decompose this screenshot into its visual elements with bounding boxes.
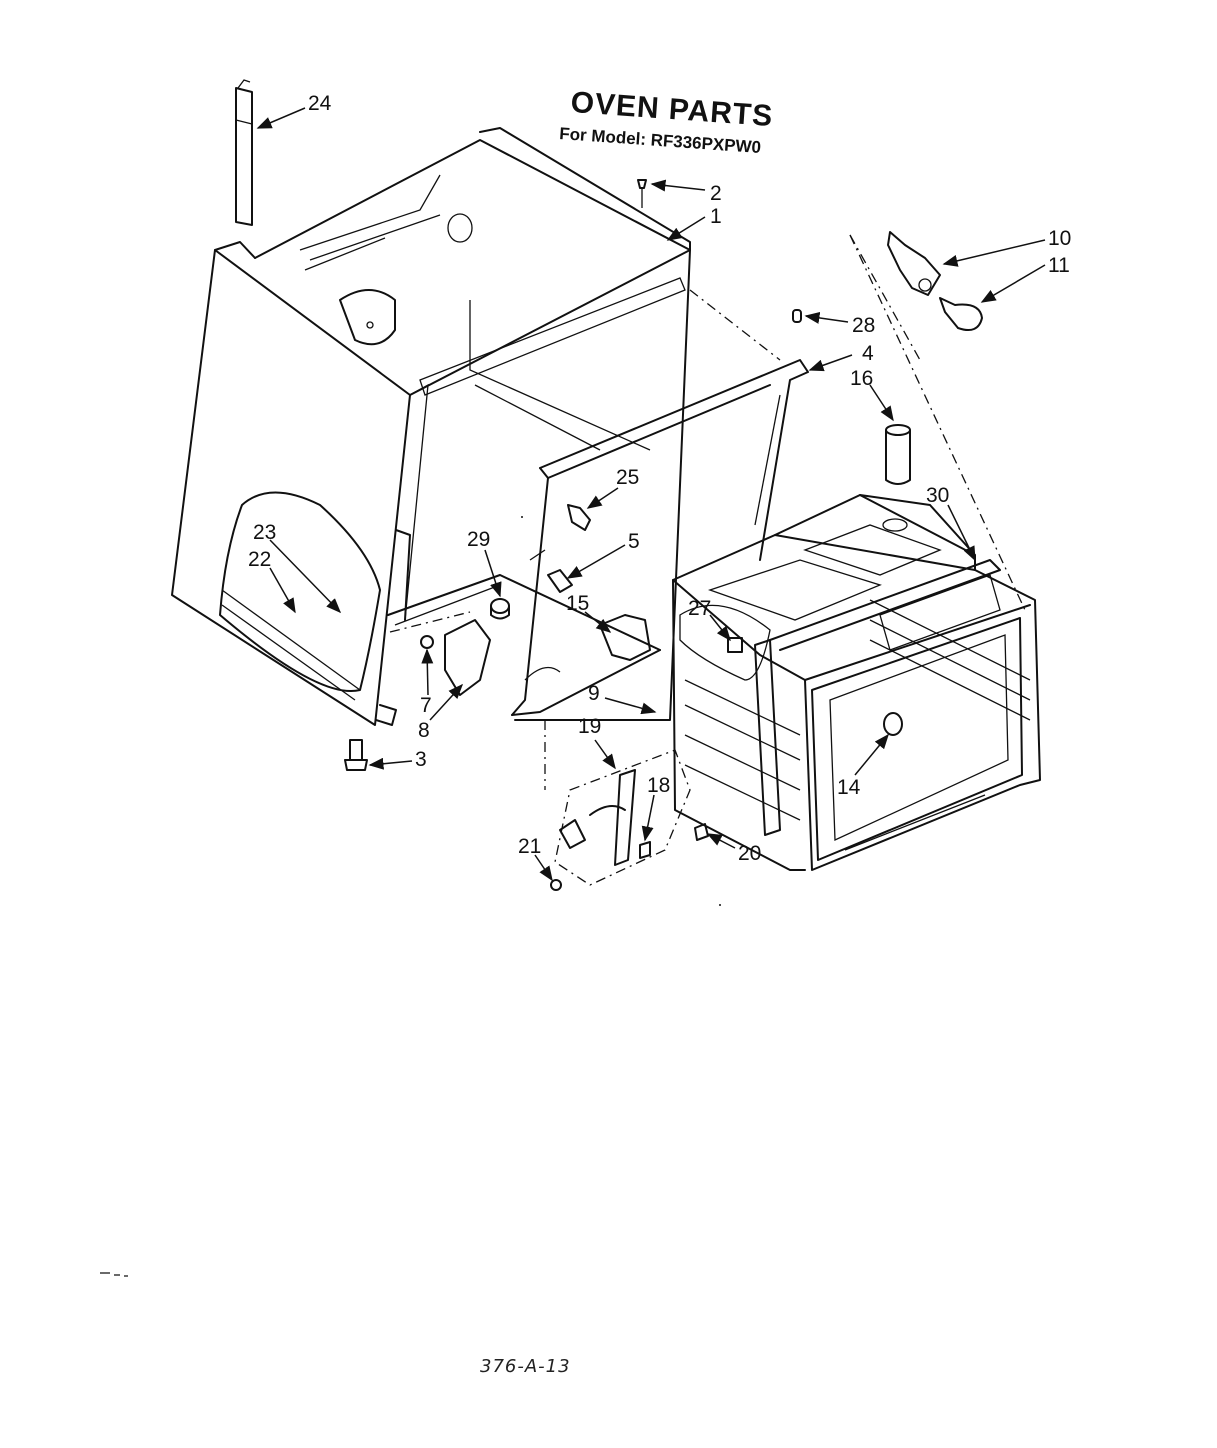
part-16-vent-tube [885,424,911,485]
callout-30: 30 [926,484,949,507]
callout-labels: 24 2 1 10 11 28 4 16 30 25 23 22 29 5 15… [248,92,1071,865]
callout-14: 14 [837,776,861,799]
part-2-screw [637,179,647,208]
part-27-clip [727,637,743,653]
part-8-hinge-arm [444,619,491,696]
callout-25: 25 [616,466,639,489]
callout-22: 22 [248,548,271,571]
part-7-nut [420,635,434,649]
part-4-front-frame [511,359,809,716]
callout-24: 24 [308,92,332,115]
callout-9: 9 [588,682,600,705]
callout-20: 20 [738,842,761,865]
part-15-bracket [599,614,651,661]
callout-21: 21 [518,835,541,858]
part-1-cabinet [171,127,691,726]
callout-29: 29 [467,528,490,551]
part-25-fitting [567,504,591,531]
callout-16: 16 [850,367,873,390]
scan-artifacts [100,516,721,1277]
part-29-bushing [490,598,510,620]
callout-1: 1 [710,205,722,228]
part-11-light-bulb [939,297,983,331]
part-10-light-socket [887,231,941,296]
hinge-detail-group [550,749,709,891]
callout-2: 2 [710,182,722,205]
part-24-bracket [235,79,253,226]
callout-11: 11 [1048,254,1070,277]
drawing-code: 376-A-13 [480,1356,571,1377]
callout-18: 18 [647,774,670,797]
callout-8: 8 [418,719,430,742]
part-28-screw [792,309,802,323]
callout-5: 5 [628,530,640,553]
callout-10: 10 [1048,227,1071,250]
part-5-clip [547,569,573,593]
callout-leaders [256,107,1046,882]
callout-23: 23 [253,521,276,544]
callout-15: 15 [566,592,589,615]
callout-27: 27 [688,597,711,620]
callout-7: 7 [420,694,432,717]
part-3-leveling-leg [344,739,368,771]
part-9-oven-liner [672,494,1041,871]
callout-3: 3 [415,748,427,771]
callout-28: 28 [852,314,875,337]
callout-19: 19 [578,715,601,738]
assembly-guide-lines [389,234,1026,790]
callout-4: 4 [862,342,874,365]
